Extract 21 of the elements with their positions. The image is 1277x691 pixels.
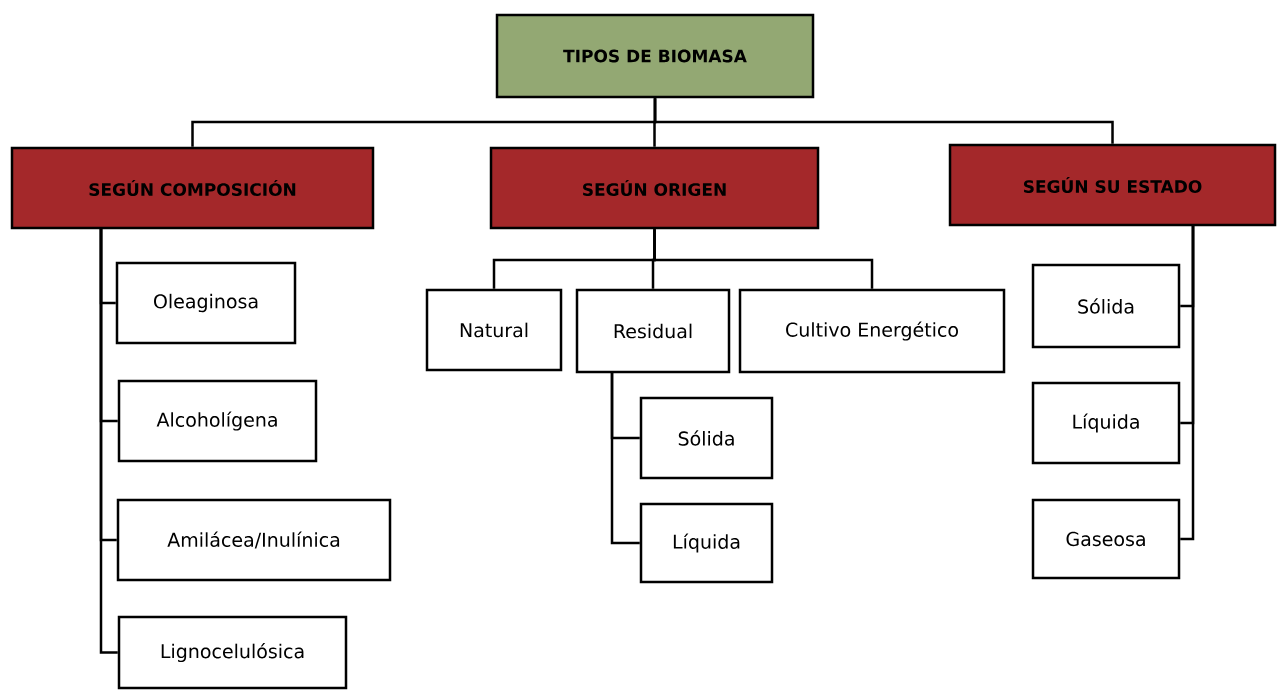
item-box: Líquida [1031,381,1181,465]
category-box: SEGÚN COMPOSICIÓN [10,146,375,230]
category-box: SEGÚN SU ESTADO [948,143,1277,227]
item-box: Amilácea/Inulínica [116,498,392,582]
item-box: Gaseosa [1031,498,1181,580]
category-box: SEGÚN ORIGEN [489,146,820,230]
connector-line [653,98,1114,144]
item-box: Oleaginosa [115,261,297,345]
item-box: Natural [425,288,563,372]
item-box: Alcoholígena [117,379,318,463]
connector-line [99,228,118,654]
item-box: Sólida [1031,263,1181,349]
item-box: Sólida [639,396,774,480]
item-box: Líquida [639,502,774,584]
title-box: TIPOS DE BIOMASA [495,13,815,99]
connector-line [610,372,640,545]
connector-line [1180,225,1195,541]
item-box: Residual [575,288,731,374]
connector-line [653,229,874,289]
item-box: Lignocelulósica [117,615,348,690]
item-box: Cultivo Energético [738,288,1006,374]
